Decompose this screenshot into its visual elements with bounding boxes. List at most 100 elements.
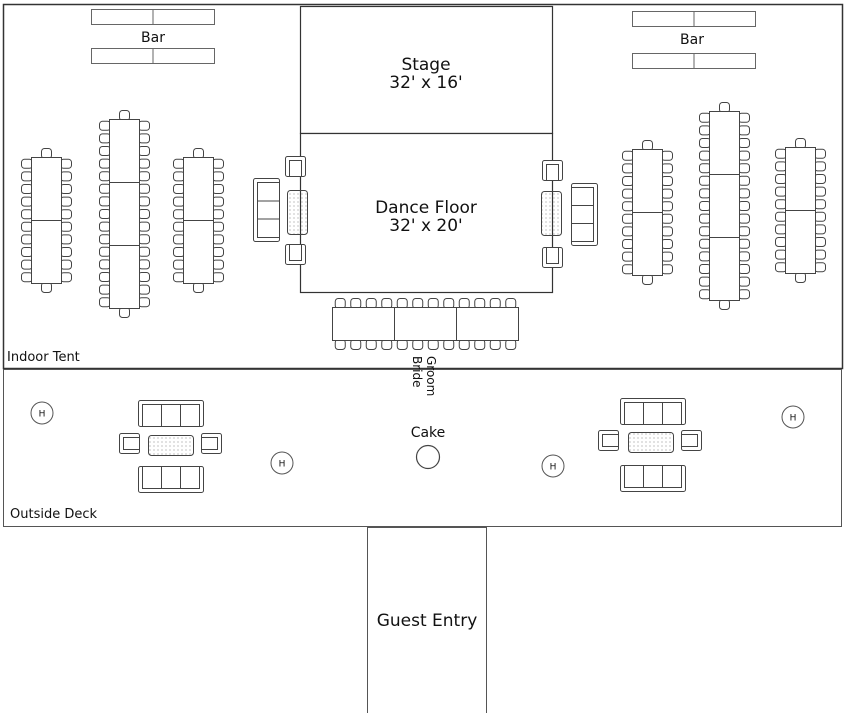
chair (699, 276, 711, 287)
chair (699, 175, 711, 186)
chair (138, 158, 150, 169)
chair (21, 209, 33, 220)
chair (138, 183, 150, 194)
chair (814, 186, 826, 197)
chair (138, 209, 150, 219)
chair (738, 188, 750, 199)
chair (212, 184, 224, 194)
chair (738, 201, 750, 211)
chair (173, 209, 185, 220)
table-segment (709, 111, 740, 175)
cake-label: Cake (411, 425, 446, 441)
guest-table-right-3 (775, 138, 826, 283)
bar-right-label: Bar (680, 32, 704, 48)
chair (814, 148, 826, 159)
chair (775, 262, 787, 273)
chair (138, 146, 150, 156)
chair (138, 133, 150, 144)
chair (138, 221, 150, 232)
sofa-seat (571, 187, 594, 242)
chair (212, 209, 224, 220)
chair (661, 163, 673, 174)
cake-table (415, 444, 441, 470)
chair (99, 146, 111, 156)
chair (21, 158, 33, 169)
ottoman (628, 432, 674, 453)
table-segment (709, 237, 740, 301)
chair (622, 213, 634, 224)
armchair-seat (546, 247, 559, 264)
chair (212, 158, 224, 169)
chair (21, 184, 33, 194)
chair (622, 176, 634, 186)
armchair-seat (602, 434, 619, 447)
chair (661, 188, 673, 199)
chair (775, 249, 787, 260)
outside-deck-outline (3, 369, 842, 527)
chair (212, 259, 224, 270)
chair (60, 221, 72, 232)
chair (212, 247, 224, 257)
sofa-seat (142, 404, 200, 427)
chair (699, 201, 711, 211)
chair (738, 125, 750, 136)
chair (60, 158, 72, 169)
chair (21, 171, 33, 182)
ottoman (287, 190, 308, 235)
chair (99, 133, 111, 144)
chair (661, 201, 673, 212)
ottoman (541, 191, 562, 236)
chair (775, 224, 787, 235)
chair (699, 138, 711, 148)
chair (99, 183, 111, 194)
chair (173, 196, 185, 207)
dance-floor-label: Dance Floor (375, 198, 477, 218)
table-segment (109, 119, 140, 183)
chair (212, 234, 224, 245)
chair (699, 125, 711, 136)
heater-label: H (39, 410, 46, 420)
chair (738, 112, 750, 123)
heater-label: H (550, 463, 557, 473)
chair (738, 150, 750, 161)
chair (622, 163, 634, 174)
chair (699, 150, 711, 161)
chair (21, 221, 33, 232)
chair (99, 221, 111, 232)
chair (661, 176, 673, 186)
chair (699, 238, 711, 249)
chair (738, 163, 750, 174)
chair (775, 186, 787, 197)
chair (138, 284, 150, 295)
chair (699, 251, 711, 262)
chair (138, 234, 150, 245)
guest-entry-label: Guest Entry (377, 611, 478, 631)
chair (622, 251, 634, 262)
chair (99, 297, 111, 308)
chair (21, 234, 33, 245)
groom-label: Groom (424, 356, 438, 396)
chair (99, 158, 111, 169)
chair (138, 272, 150, 282)
chair (138, 246, 150, 257)
chair (173, 247, 185, 257)
chair (738, 289, 750, 300)
table-segment (632, 212, 663, 276)
armchair-seat (681, 434, 698, 447)
armchair-seat (201, 437, 218, 450)
chair (622, 264, 634, 275)
chair (699, 264, 711, 274)
chair (21, 196, 33, 207)
chair (60, 209, 72, 220)
guest-table-left-3 (173, 148, 224, 293)
chair (699, 213, 711, 224)
chair (775, 199, 787, 210)
armchair-seat (546, 164, 559, 181)
table-segment (332, 307, 395, 341)
guest-table-right-2 (699, 102, 750, 310)
bar-right (632, 11, 756, 69)
chair (60, 272, 72, 283)
chair (814, 237, 826, 247)
